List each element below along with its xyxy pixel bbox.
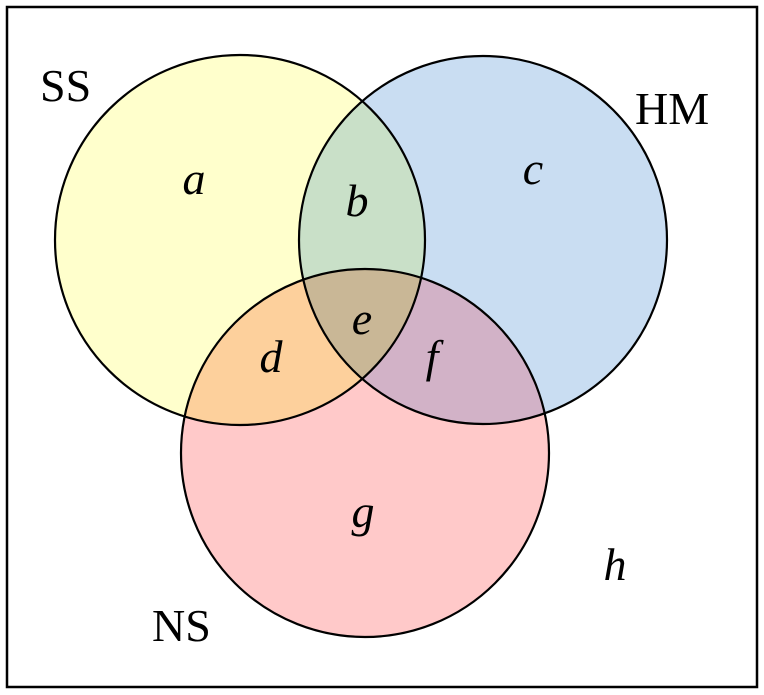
triple-overlap-fill xyxy=(299,269,425,424)
set-label-ns: NS xyxy=(152,600,211,651)
region-label-e: e xyxy=(352,293,372,344)
ss-circle-outline xyxy=(53,53,427,427)
region-label-d: d xyxy=(260,331,284,382)
set-label-hm: HM xyxy=(635,83,709,134)
region-label-b: b xyxy=(346,175,369,226)
region-label-c: c xyxy=(523,143,543,194)
ss-ns-overlap-fill xyxy=(181,269,425,425)
ns-circle-outline xyxy=(179,267,551,639)
set-label-ss: SS xyxy=(40,60,91,111)
hm-circle-outline xyxy=(297,54,669,426)
hm-ns-overlap-fill xyxy=(299,269,549,424)
region-label-a: a xyxy=(183,153,206,204)
region-label-g: g xyxy=(352,486,375,537)
region-label-h: h xyxy=(604,539,627,590)
